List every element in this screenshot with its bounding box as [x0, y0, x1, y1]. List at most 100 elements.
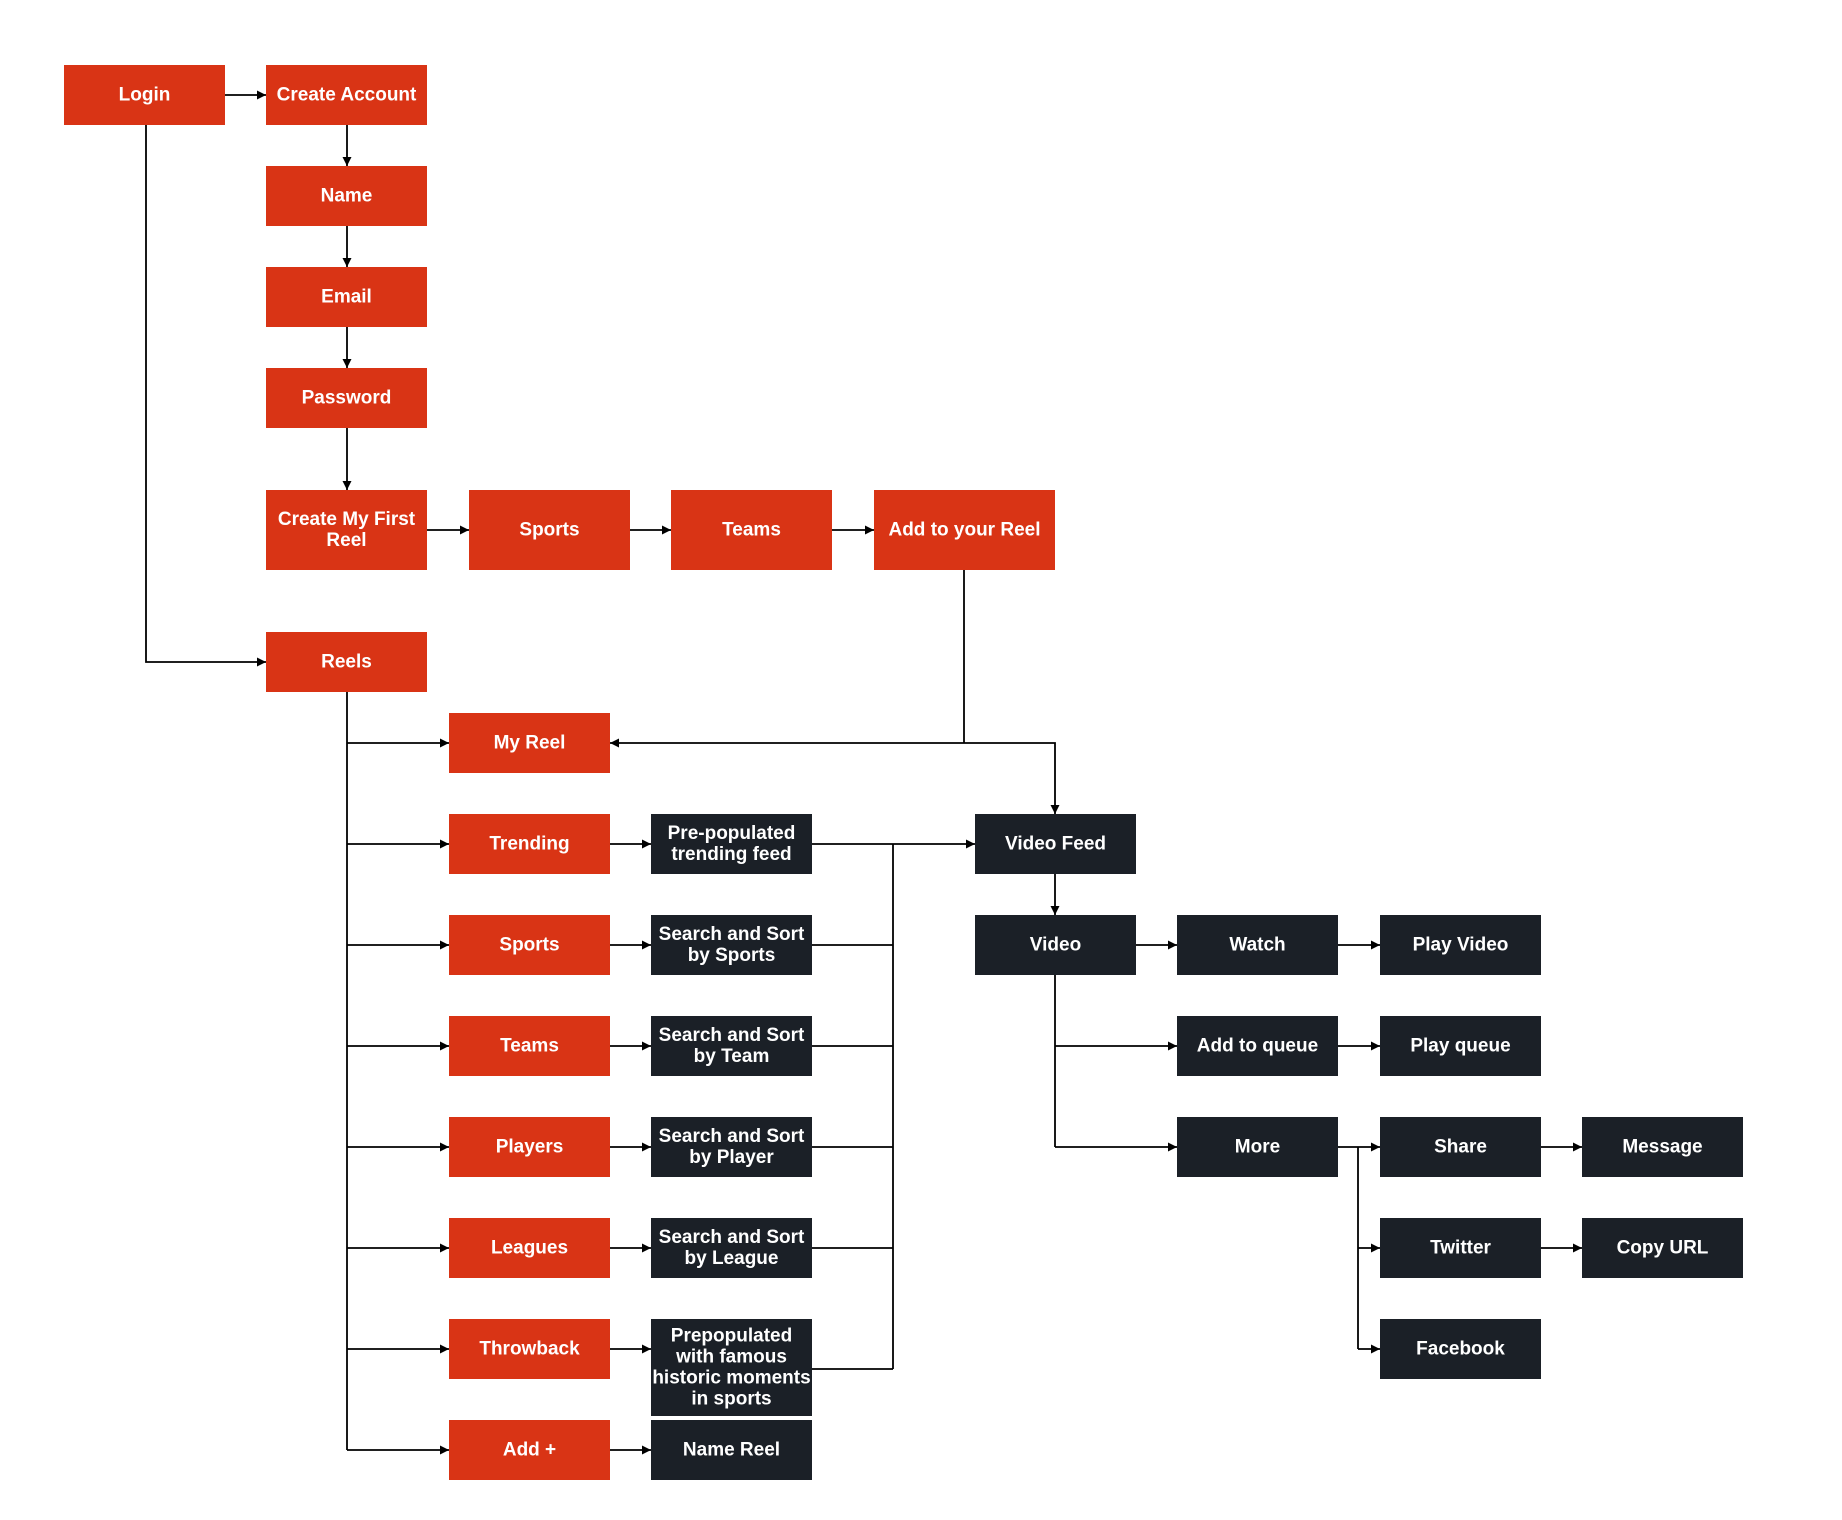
node-login-box [64, 65, 225, 125]
node-reels-label: Reels [321, 652, 372, 673]
node-search-league-box [651, 1218, 812, 1278]
node-search-player-box [651, 1117, 812, 1177]
node-name-reel: Name Reel [651, 1420, 812, 1480]
node-add-to-reel-box [874, 490, 1055, 570]
connectors [145, 90, 1582, 1455]
node-twitter: Twitter [1380, 1218, 1541, 1278]
node-search-team-box [651, 1016, 812, 1076]
node-message: Message [1582, 1117, 1743, 1177]
node-reels: Reels [266, 632, 427, 692]
node-sports-setup-box [469, 490, 630, 570]
node-play-video: Play Video [1380, 915, 1541, 975]
node-facebook-box [1380, 1319, 1541, 1379]
node-login-label: Login [119, 85, 171, 106]
node-play-queue-box [1380, 1016, 1541, 1076]
node-teams-setup: Teams [671, 490, 832, 570]
node-reels-box [266, 632, 427, 692]
node-create-account: Create Account [266, 65, 427, 125]
node-sports-setup-label: Sports [519, 520, 579, 541]
node-players-label: Players [496, 1137, 564, 1158]
node-add-to-queue-box [1177, 1016, 1338, 1076]
node-name-reel-box [651, 1420, 812, 1480]
node-video-box [975, 915, 1136, 975]
node-sports-box [449, 915, 610, 975]
node-more-box [1177, 1117, 1338, 1177]
node-message-box [1582, 1117, 1743, 1177]
node-trending: Trending [449, 814, 610, 874]
node-share-label: Share [1434, 1137, 1487, 1158]
connector-add-reel-to-video-feed [964, 742, 1060, 814]
node-share-box [1380, 1117, 1541, 1177]
node-play-queue: Play queue [1380, 1016, 1541, 1076]
node-sports-label: Sports [499, 935, 559, 956]
node-throwback-label: Throwback [479, 1339, 580, 1360]
node-sports: Sports [449, 915, 610, 975]
node-play-video-label: Play Video [1413, 935, 1509, 956]
node-leagues-box [449, 1218, 610, 1278]
node-video-label: Video [1030, 935, 1081, 956]
node-video-feed-box [975, 814, 1136, 874]
node-password-label: Password [302, 388, 392, 409]
node-prepopulated-historic-box [651, 1319, 812, 1416]
node-teams: Teams [449, 1016, 610, 1076]
node-facebook-label: Facebook [1416, 1339, 1505, 1360]
node-players-box [449, 1117, 610, 1177]
node-copy-url-box [1582, 1218, 1743, 1278]
node-share: Share [1380, 1117, 1541, 1177]
node-facebook: Facebook [1380, 1319, 1541, 1379]
node-watch-label: Watch [1229, 935, 1285, 956]
node-search-sports-box [651, 915, 812, 975]
node-twitter-label: Twitter [1430, 1238, 1491, 1259]
connector-login-to-reels [145, 125, 266, 667]
node-more-label: More [1235, 1137, 1280, 1158]
node-create-account-label: Create Account [277, 85, 417, 106]
node-add-to-reel: Add to your Reel [874, 490, 1055, 570]
node-login: Login [64, 65, 225, 125]
node-email-box [266, 267, 427, 327]
node-players: Players [449, 1117, 610, 1177]
node-throwback: Throwback [449, 1319, 610, 1379]
node-video: Video [975, 915, 1136, 975]
node-email-label: Email [321, 287, 372, 308]
node-add-to-queue-label: Add to queue [1197, 1036, 1318, 1057]
node-add-plus-label: Add + [503, 1440, 556, 1461]
node-name-reel-label: Name Reel [683, 1440, 780, 1461]
node-password-box [266, 368, 427, 428]
node-my-reel: My Reel [449, 713, 610, 773]
node-message-label: Message [1622, 1137, 1702, 1158]
node-my-reel-box [449, 713, 610, 773]
node-create-account-box [266, 65, 427, 125]
node-teams-box [449, 1016, 610, 1076]
node-video-feed-label: Video Feed [1005, 834, 1106, 855]
node-play-video-box [1380, 915, 1541, 975]
node-name-box [266, 166, 427, 226]
node-throwback-box [449, 1319, 610, 1379]
node-teams-setup-label: Teams [722, 520, 781, 541]
node-watch: Watch [1177, 915, 1338, 975]
node-add-plus: Add + [449, 1420, 610, 1480]
node-copy-url: Copy URL [1582, 1218, 1743, 1278]
node-trending-box [449, 814, 610, 874]
node-my-reel-label: My Reel [494, 733, 566, 754]
node-twitter-box [1380, 1218, 1541, 1278]
node-teams-setup-box [671, 490, 832, 570]
node-leagues: Leagues [449, 1218, 610, 1278]
node-trending-label: Trending [489, 834, 569, 855]
node-prepopulated-trending-box [651, 814, 812, 874]
node-teams-label: Teams [500, 1036, 559, 1057]
node-watch-box [1177, 915, 1338, 975]
node-password: Password [266, 368, 427, 428]
